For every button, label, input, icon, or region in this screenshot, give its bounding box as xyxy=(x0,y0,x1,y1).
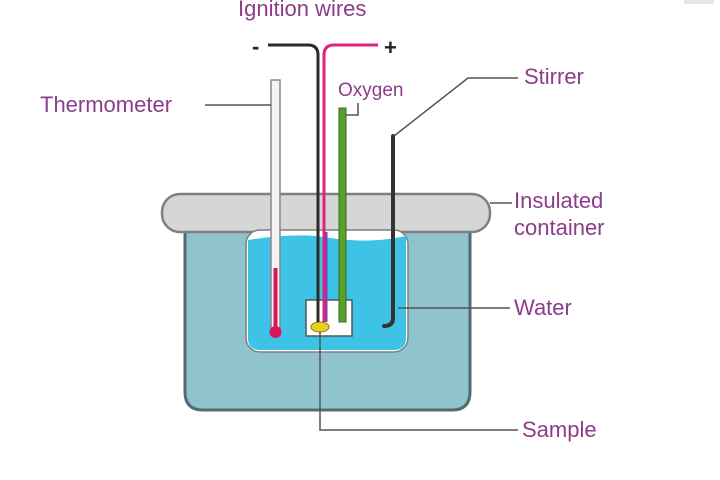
insulated-container-label-line1: Insulated xyxy=(514,188,604,213)
oxygen-leader-line xyxy=(346,103,359,116)
corner-mark xyxy=(684,0,714,4)
insulated-container-label-line2: container xyxy=(514,215,605,240)
sample xyxy=(310,321,330,333)
sample-label: Sample xyxy=(522,417,597,442)
oxygen-label: Oxygen xyxy=(338,80,404,101)
sample-leader-line xyxy=(319,332,518,431)
stirrer-leader-line xyxy=(393,77,518,137)
positive-terminal-label: + xyxy=(384,35,397,60)
thermometer-bulb xyxy=(269,326,282,338)
water-label: Water xyxy=(514,295,572,320)
stirrer-label: Stirrer xyxy=(524,64,584,89)
stirrer-rod xyxy=(382,134,395,328)
insulated-container-lid xyxy=(160,192,492,234)
positive-ignition-wire xyxy=(322,43,378,322)
negative-ignition-wire xyxy=(268,43,320,322)
negative-terminal-label: - xyxy=(252,34,260,59)
oxygen-tube xyxy=(338,107,347,323)
thermometer-label: Thermometer xyxy=(40,92,173,117)
ignition-wires-label: Ignition wires xyxy=(238,0,367,21)
